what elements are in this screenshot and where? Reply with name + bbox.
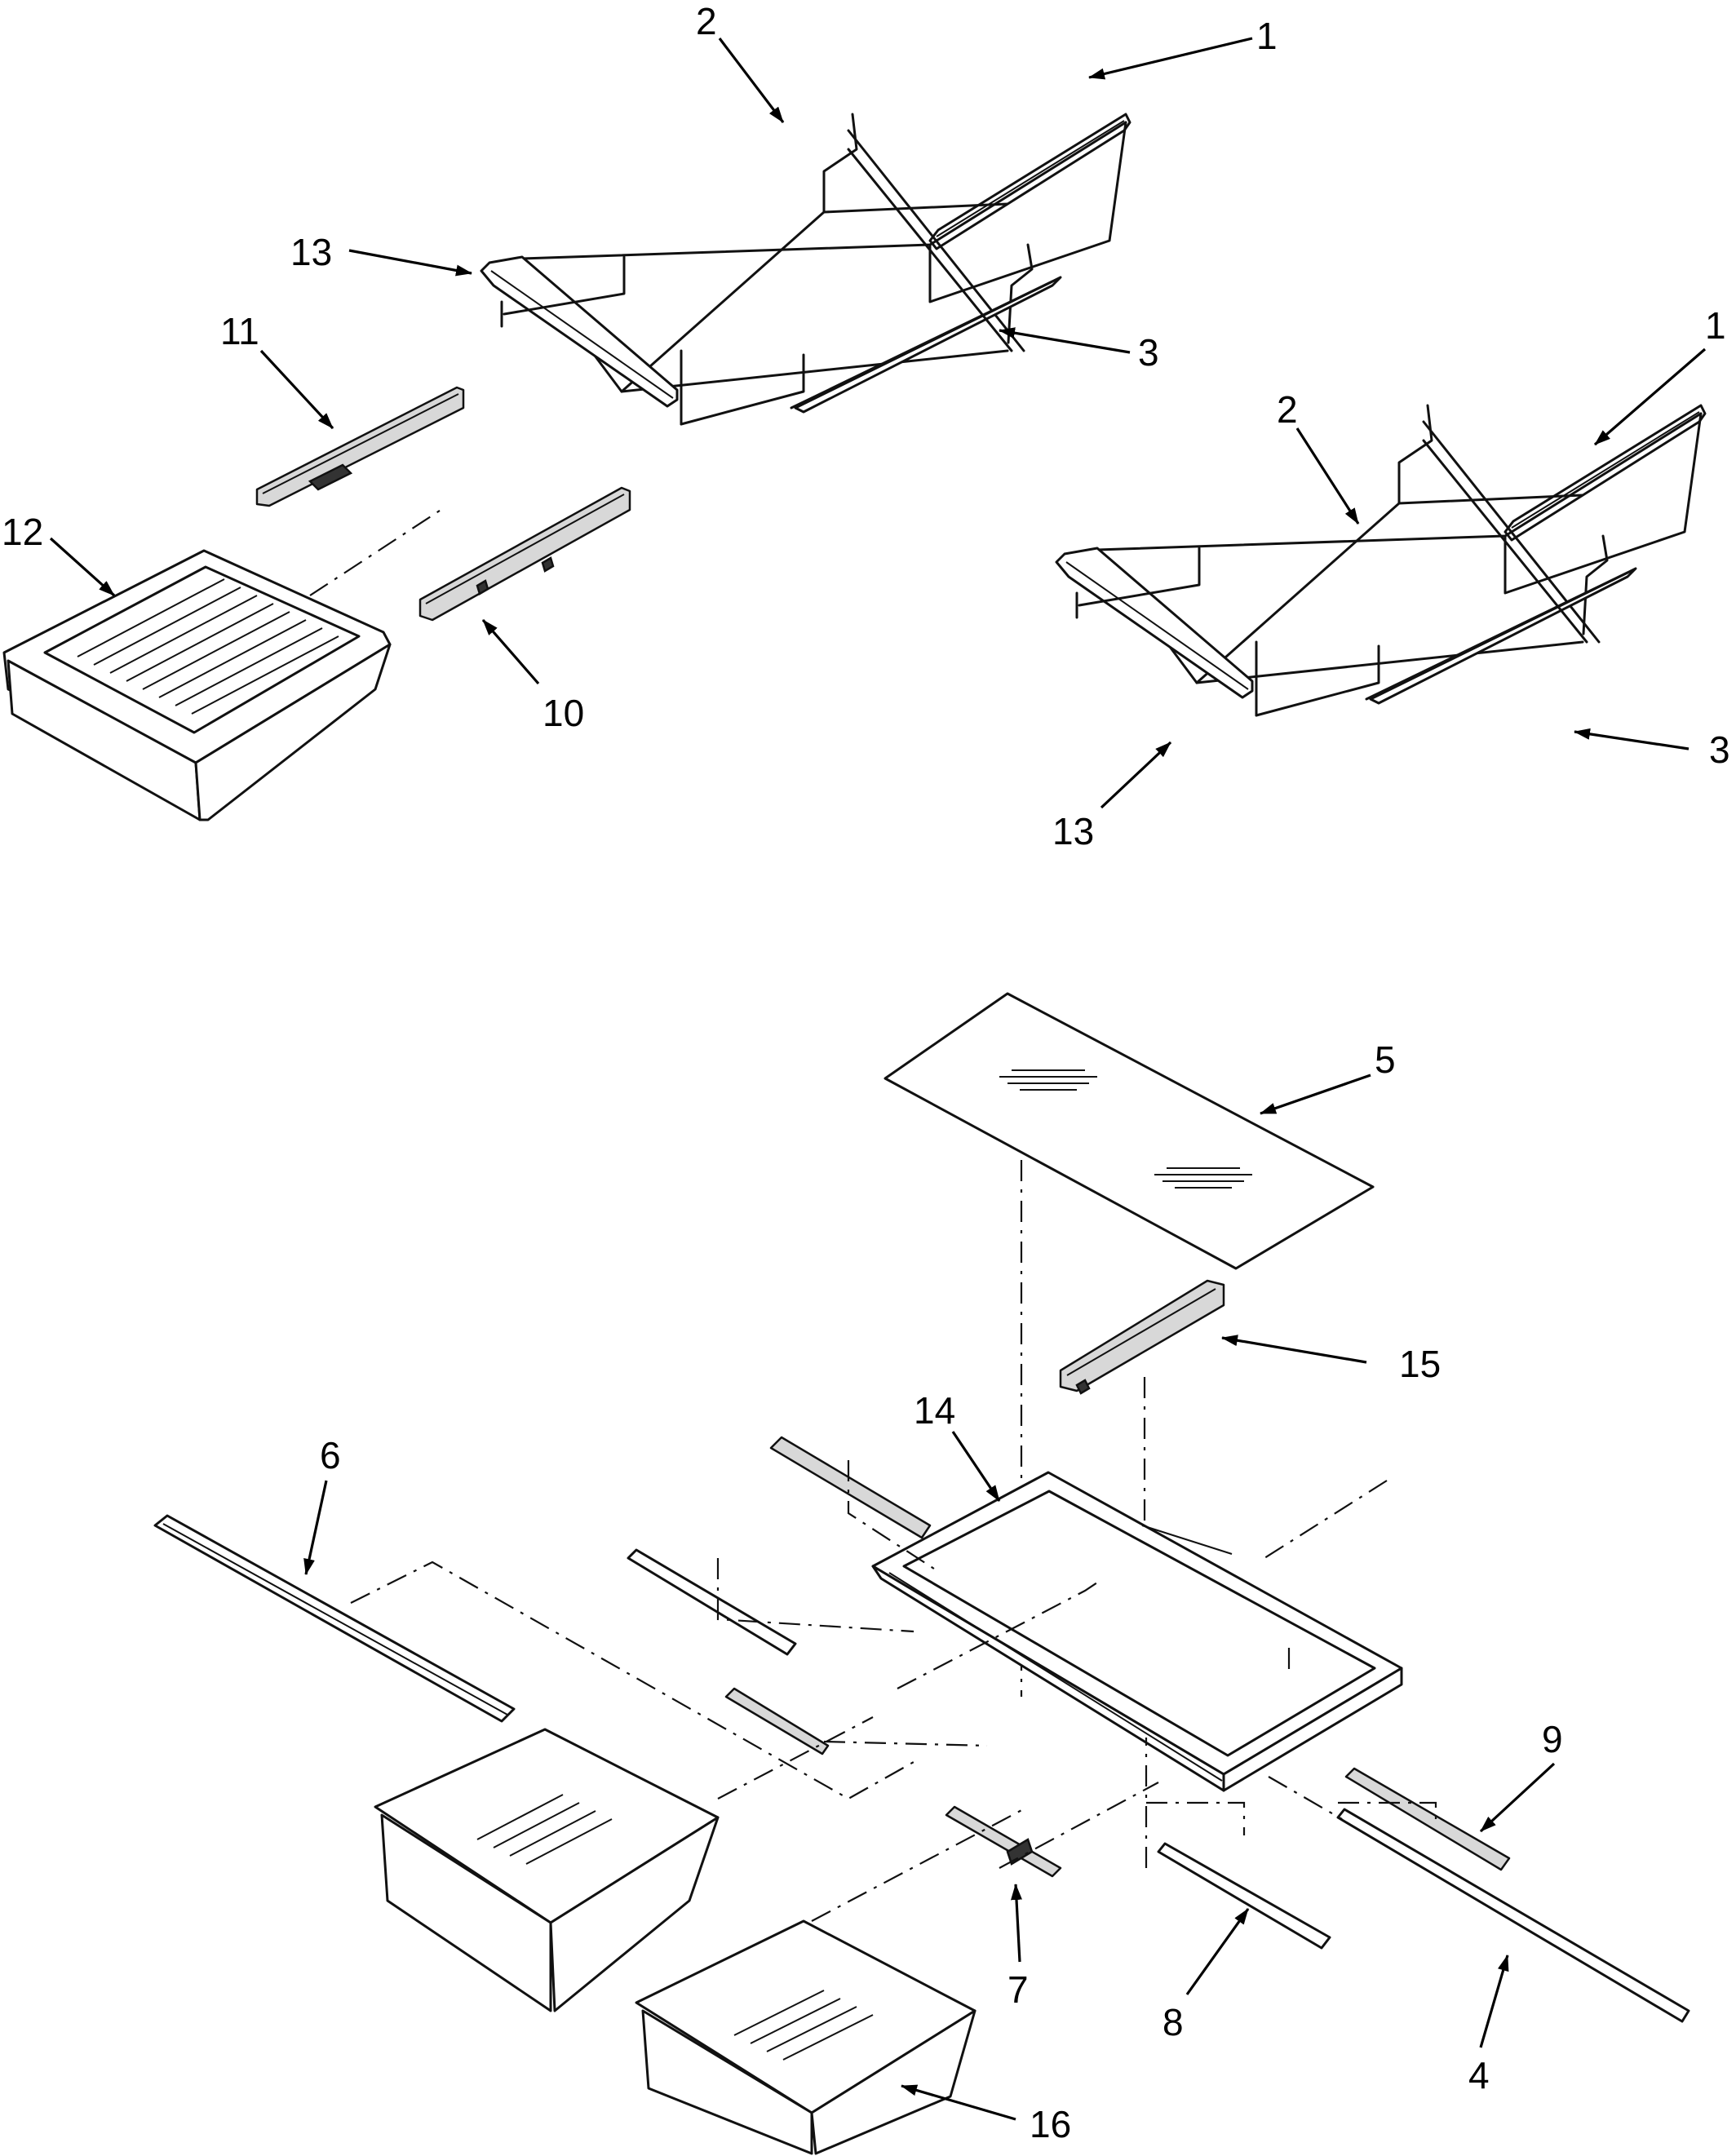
crisper-drawer-16 xyxy=(635,1919,976,2155)
frame-rails-right xyxy=(1157,1767,1690,2023)
crisper-drawer-12 xyxy=(2,549,392,821)
shelf-frame-14 xyxy=(871,1471,1403,1792)
callout-12: 12 xyxy=(2,511,43,553)
callout-8: 8 xyxy=(1162,2001,1184,2043)
callout-1a: 1 xyxy=(1256,15,1278,57)
callout-10: 10 xyxy=(542,692,584,734)
callout-2a: 2 xyxy=(696,0,717,42)
callout-14: 14 xyxy=(914,1389,955,1432)
slide-rail-15 xyxy=(1059,1279,1225,1395)
slide-rail-11 xyxy=(255,386,465,507)
slide-rail-10 xyxy=(418,486,631,622)
callout-15: 15 xyxy=(1399,1343,1441,1385)
leader-arrows xyxy=(49,37,1707,2121)
callout-11: 11 xyxy=(220,310,259,352)
alignment-lines xyxy=(350,1460,1437,1922)
front-trim-6 xyxy=(153,1514,516,1723)
callout-7: 7 xyxy=(1008,1968,1029,2011)
callout-5: 5 xyxy=(1375,1038,1396,1081)
callout-3a: 3 xyxy=(1138,331,1159,374)
glass-shelf-5 xyxy=(884,992,1375,1270)
callout-3b: 3 xyxy=(1709,728,1730,771)
callout-1b: 1 xyxy=(1705,304,1726,347)
callout-16: 16 xyxy=(1030,2103,1071,2145)
crisper-drawer-left xyxy=(374,1728,720,2012)
callout-4: 4 xyxy=(1468,2054,1490,2096)
callout-13b: 13 xyxy=(1052,810,1094,852)
callout-6: 6 xyxy=(320,1434,341,1476)
bracket-7 xyxy=(945,1805,1062,1878)
callout-13a: 13 xyxy=(290,231,332,273)
shelf-assembly-upper-left xyxy=(480,113,1132,426)
frame-rails-left xyxy=(627,1436,932,1755)
callout-2b: 2 xyxy=(1277,388,1298,431)
callout-9: 9 xyxy=(1542,1718,1563,1760)
shelf-assembly-upper-right xyxy=(1055,404,1707,717)
